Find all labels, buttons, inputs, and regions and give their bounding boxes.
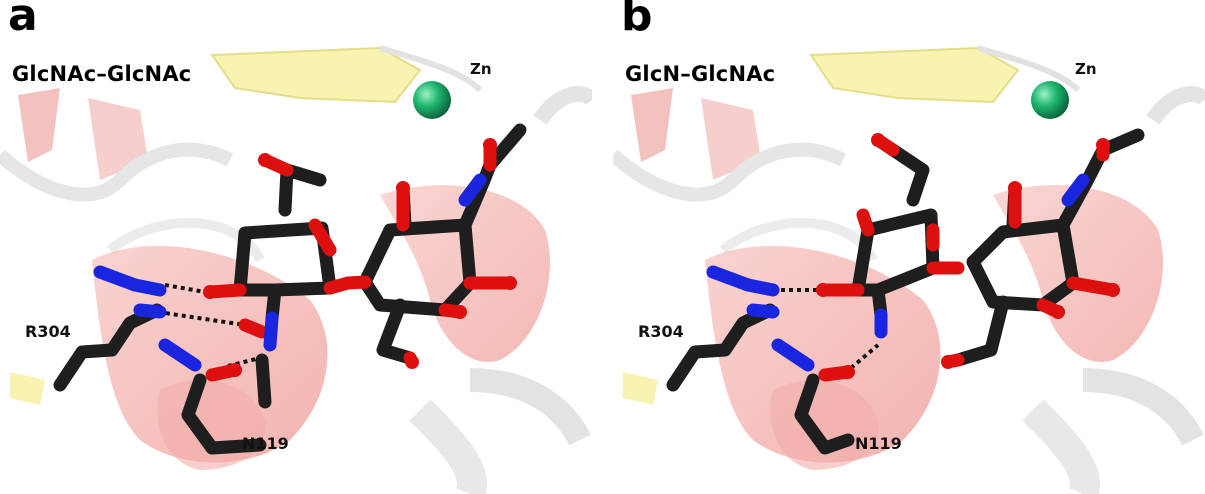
beta-sheet-b bbox=[809, 46, 1020, 104]
nitrogen-bonds-b bbox=[706, 173, 1090, 372]
zn-label-b: Zn bbox=[1075, 60, 1097, 78]
coil-a4 bbox=[469, 368, 591, 446]
coil-a6 bbox=[533, 86, 592, 125]
helix-a2 bbox=[88, 98, 148, 180]
coil-b5 bbox=[1022, 399, 1100, 494]
molecular-structure-b bbox=[613, 45, 1205, 494]
coil-b6 bbox=[1146, 86, 1205, 125]
protein-ribbons-a bbox=[0, 45, 592, 494]
molecular-structure-a bbox=[0, 45, 592, 494]
panel-letter-a: a bbox=[8, 0, 38, 41]
coil-a5 bbox=[409, 399, 487, 494]
carbon-bonds-a bbox=[53, 123, 527, 455]
r304-label-a: R304 bbox=[25, 322, 71, 341]
hydrogen-bonds-b bbox=[781, 288, 880, 370]
coil-a2 bbox=[0, 142, 234, 202]
oxygen-atoms-b bbox=[816, 133, 1120, 379]
n119-label-b: N119 bbox=[855, 434, 902, 453]
zinc-ion-b bbox=[1031, 81, 1069, 119]
beta-sheet-a bbox=[210, 46, 422, 104]
zn-label-a: Zn bbox=[470, 60, 492, 78]
hbond-a3 bbox=[227, 356, 261, 368]
panel-title-b: GlcN–GlcNAc bbox=[625, 62, 776, 86]
helix-b5 bbox=[770, 380, 879, 470]
helix-b1 bbox=[631, 88, 673, 162]
helix-a1 bbox=[18, 88, 60, 162]
sheet-b2 bbox=[623, 372, 658, 405]
panel-b: b GlcN–GlcNAc Zn R304 N119 bbox=[613, 0, 1205, 494]
coil-b2 bbox=[613, 142, 847, 202]
coil-b1 bbox=[977, 45, 1081, 93]
coil-b4 bbox=[1082, 368, 1204, 446]
hbond-a2 bbox=[157, 310, 246, 327]
panel-a: a GlcNAc–GlcNAc Zn R304 N119 bbox=[0, 0, 592, 494]
hbond-a1 bbox=[164, 283, 206, 294]
panel-title-a: GlcNAc–GlcNAc bbox=[12, 62, 192, 86]
panel-letter-b: b bbox=[621, 0, 653, 41]
coil-a1 bbox=[379, 45, 483, 93]
hbond-b2 bbox=[849, 343, 880, 370]
sheet-a2 bbox=[10, 372, 45, 405]
nitrogen-bonds-a bbox=[93, 173, 487, 372]
zinc-ion-a bbox=[413, 81, 451, 119]
n119-label-a: N119 bbox=[242, 434, 289, 453]
oxygen-atoms-a bbox=[203, 138, 517, 377]
r304-label-b: R304 bbox=[638, 322, 684, 341]
hydrogen-bonds-a bbox=[157, 283, 261, 368]
helix-b2 bbox=[701, 98, 761, 180]
